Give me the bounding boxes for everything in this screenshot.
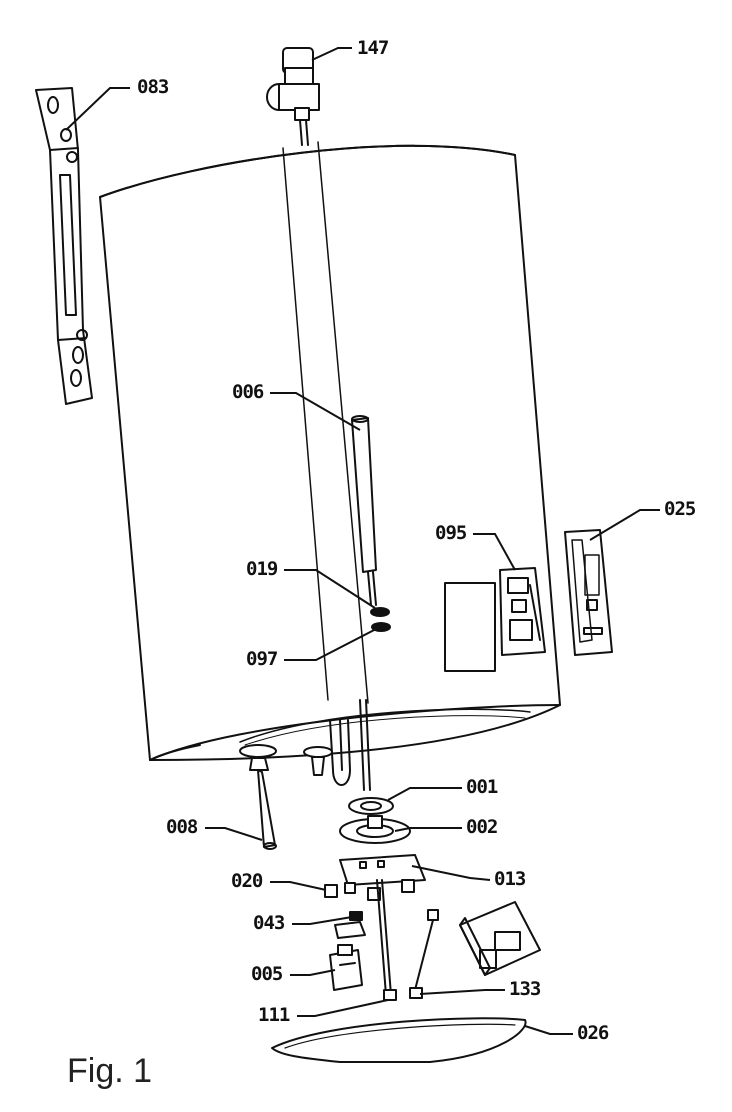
figure-caption: Fig. 1 [67, 1052, 153, 1090]
callout-025: 025 [664, 498, 696, 520]
callout-001: 001 [466, 776, 498, 798]
heater-element-tubes [329, 699, 371, 791]
callout-019: 019 [246, 558, 278, 580]
callout-026: 026 [577, 1022, 609, 1044]
callout-008: 008 [166, 816, 198, 838]
callout-002: 002 [466, 816, 498, 838]
leader-019 [284, 569, 376, 609]
callout-020: 020 [231, 870, 263, 892]
sensor-rod-111 [376, 879, 397, 1001]
tank-label-plate [444, 582, 496, 672]
leader-005 [290, 969, 336, 976]
leader-006 [270, 392, 361, 431]
leader-111 [297, 999, 389, 1017]
callout-133: 133 [509, 978, 541, 1000]
callout-043: 043 [253, 912, 285, 934]
inlet-valve-147 [266, 47, 320, 146]
leader-026 [524, 1025, 573, 1035]
leader-025 [589, 509, 660, 541]
wire-133 [409, 909, 439, 999]
flange-002 [339, 815, 411, 844]
front-panel-025 [564, 529, 613, 656]
leader-lines [65, 47, 660, 1035]
part-043 [334, 911, 366, 939]
callout-095: 095 [435, 522, 467, 544]
nuts-020 [324, 879, 415, 901]
leader-095 [473, 533, 516, 571]
control-board-095 [499, 567, 546, 656]
electronic-module [459, 901, 541, 976]
callout-005: 005 [251, 963, 283, 985]
callout-111: 111 [258, 1004, 290, 1026]
gasket-001 [348, 797, 394, 815]
leader-002 [394, 827, 462, 832]
callout-097: 097 [246, 648, 278, 670]
leader-008 [205, 827, 263, 841]
callout-083: 083 [137, 76, 169, 98]
leader-020 [270, 881, 327, 891]
wall-bracket-083 [35, 87, 93, 405]
callout-006: 006 [232, 381, 264, 403]
leader-147 [311, 47, 352, 61]
leader-097 [284, 627, 379, 661]
leader-013 [411, 865, 491, 881]
leader-001 [387, 787, 462, 801]
callout-147: 147 [357, 37, 389, 59]
callout-013: 013 [494, 868, 526, 890]
anode-rod-006 [351, 415, 377, 606]
seal-019 [370, 607, 390, 617]
leader-083 [65, 87, 130, 131]
leader-043 [292, 916, 353, 925]
plate-013 [339, 854, 426, 886]
thermostat-005 [329, 944, 363, 991]
bottom-cover-026 [271, 1017, 527, 1063]
outlet-pipe-008 [239, 744, 333, 850]
leader-133 [419, 989, 505, 995]
